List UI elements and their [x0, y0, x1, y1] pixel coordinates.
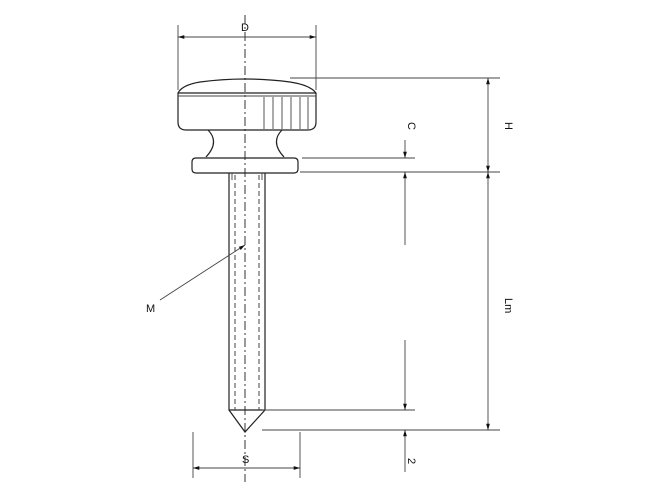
- label-m: M: [146, 303, 155, 315]
- knurled-head: [177, 78, 317, 131]
- neck-and-flange: [191, 129, 299, 174]
- dimension-h-lm: [262, 77, 500, 431]
- leader-m: [159, 244, 246, 301]
- dimension-c: [302, 140, 415, 245]
- label-d: D: [241, 22, 249, 34]
- label-c: C: [405, 122, 417, 130]
- label-tip: 2: [405, 458, 417, 464]
- label-s: S: [242, 454, 249, 466]
- label-h: H: [502, 122, 514, 130]
- dimension-tip: [262, 340, 415, 472]
- dimension-s: [192, 432, 301, 478]
- dimension-d: [177, 25, 317, 90]
- label-lm: Lm: [502, 298, 514, 313]
- threaded-shank: [228, 173, 266, 433]
